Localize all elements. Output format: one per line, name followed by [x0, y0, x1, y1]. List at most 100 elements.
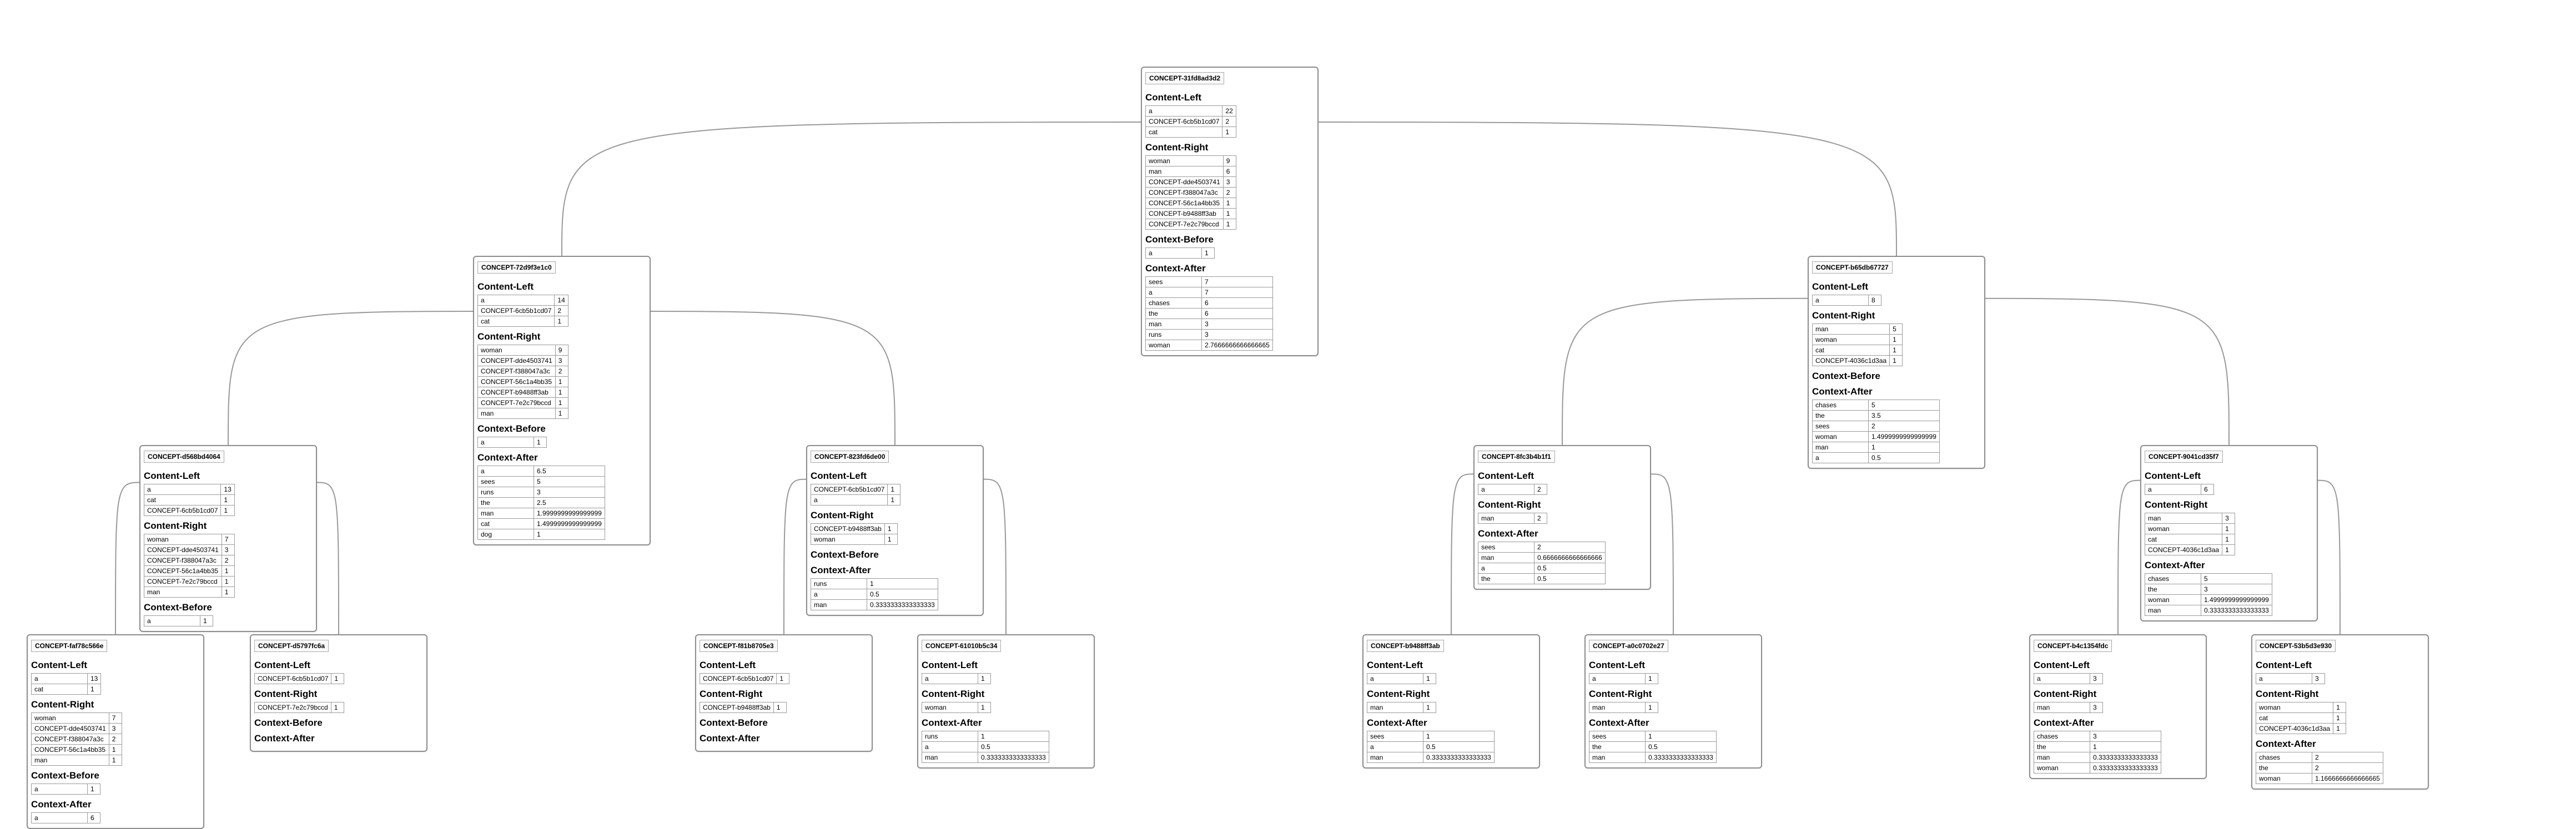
row-value: 2: [1222, 187, 1236, 198]
context-after-heading: Context-After: [1478, 528, 1538, 539]
tree-edge: [650, 311, 895, 446]
row-key: a: [811, 589, 867, 600]
row-key: cat: [2255, 712, 2334, 724]
row-value: 1.9999999999999999: [534, 508, 605, 519]
row-value: 1: [108, 755, 122, 766]
row-key: cat: [1145, 127, 1223, 138]
row-key: CONCEPT-b9488ff3ab: [811, 523, 885, 534]
row-value: 3: [221, 544, 235, 555]
row-value: 5: [1889, 323, 1903, 335]
row-value: 1: [1222, 198, 1236, 209]
row-key: a: [1589, 673, 1646, 684]
row-value: 2: [1534, 513, 1547, 524]
content-right-heading: Content-Right: [31, 699, 94, 710]
content-right-heading: Content-Right: [811, 510, 874, 520]
row-value: 1: [978, 731, 1049, 742]
row-key: a: [1367, 673, 1423, 684]
row-value: 1: [555, 397, 568, 408]
row-value: 1: [221, 587, 235, 598]
context-before-heading: Context-Before: [1145, 234, 1214, 245]
row-value: 0.3333333333333333: [2090, 762, 2161, 774]
context-before-heading: Context-Before: [477, 423, 546, 434]
row-value: 1: [2222, 544, 2236, 555]
row-value: 3: [1201, 319, 1273, 330]
row-key: sees: [1367, 731, 1423, 742]
row-value: 1.1666666666666665: [2312, 773, 2383, 784]
row-key: the: [1589, 741, 1646, 752]
row-key: man: [1812, 442, 1869, 453]
row-value: 1: [2333, 712, 2347, 724]
content-right-heading: Content-Right: [2034, 689, 2097, 699]
row-value: 7: [1201, 276, 1273, 287]
row-key: the: [477, 497, 534, 508]
content-left-heading: Content-Left: [922, 660, 978, 670]
row-value: 1: [200, 615, 213, 626]
content-right-heading: Content-Right: [700, 689, 763, 699]
row-value: 2: [554, 305, 568, 316]
row-value: 0.5: [1534, 573, 1606, 584]
row-key: woman: [1812, 431, 1869, 442]
row-key: man: [2034, 702, 2090, 713]
row-key: the: [1145, 308, 1202, 319]
row-key: man: [1367, 752, 1423, 763]
context-before-heading: Context-Before: [1812, 371, 1880, 381]
row-key: man: [2145, 605, 2201, 616]
row-value: 0.3333333333333333: [978, 752, 1049, 763]
row-key: man: [1478, 552, 1534, 563]
row-value: 3: [2090, 731, 2161, 742]
row-key: CONCEPT-dde4503741: [144, 544, 222, 555]
row-key: a: [477, 295, 555, 306]
row-key: CONCEPT-6cb5b1cd07: [254, 673, 332, 684]
content-right-heading: Content-Right: [1812, 310, 1875, 321]
context-before-heading: Context-Before: [31, 770, 99, 781]
context-after-heading: Context-After: [1367, 717, 1427, 728]
node-title: CONCEPT-b4c1354fdc: [2034, 640, 2112, 652]
tree-edge: [1451, 473, 1474, 635]
content-left-heading: Content-Left: [144, 471, 200, 481]
tree-edge: [228, 311, 474, 446]
row-key: sees: [477, 476, 534, 487]
row-key: CONCEPT-6cb5b1cd07: [810, 484, 888, 495]
row-key: chases: [2256, 752, 2312, 763]
content-right-heading: Content-Right: [477, 331, 541, 342]
context-after-heading: Context-After: [922, 717, 982, 728]
row-key: CONCEPT-f388047a3c: [477, 366, 556, 377]
row-key: a: [477, 437, 534, 448]
row-value: 0.3333333333333333: [867, 599, 938, 610]
row-key: CONCEPT-7e2c79bccd: [477, 397, 556, 408]
